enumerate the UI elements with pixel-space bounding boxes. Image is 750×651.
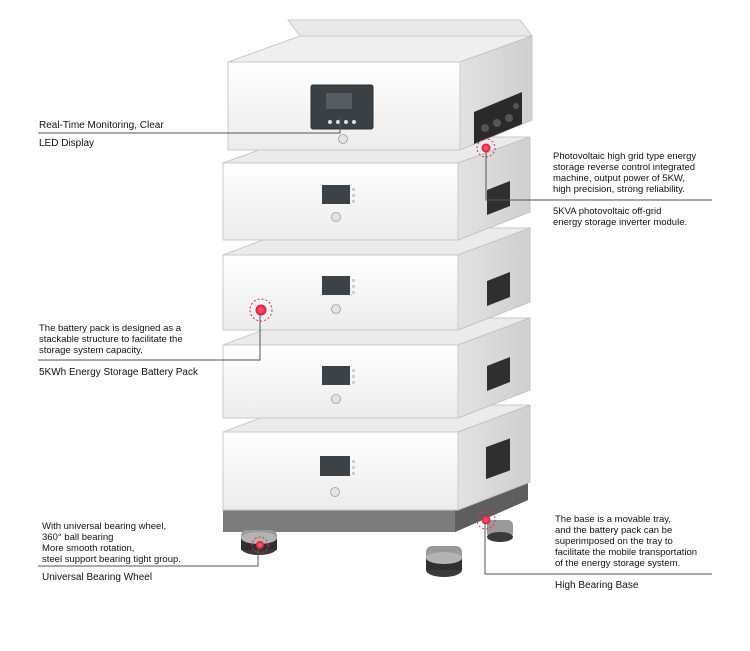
battery-pack-description: The battery pack is designed as a stacka…: [39, 323, 183, 356]
leader-line-base: [484, 522, 712, 575]
inverter-title: 5KVA photovoltaic off-grid energy storag…: [553, 206, 688, 228]
leader-line-battery: [38, 312, 261, 361]
base-title: High Bearing Base: [555, 580, 639, 591]
base-description: The base is a movable tray, and the batt…: [555, 514, 698, 569]
leader-line-led: [38, 118, 341, 134]
battery-module-2: [222, 136, 531, 241]
led-display-label-line1: Real-Time Monitoring, Clear: [39, 120, 164, 131]
led-display-label-line2: LED Display: [39, 138, 95, 149]
battery-module-4: [222, 317, 531, 419]
base-tray: [223, 480, 528, 532]
hotspot-marker-base[interactable]: [476, 510, 496, 530]
hotspot-marker-battery[interactable]: [249, 298, 273, 322]
leader-lines: [38, 118, 712, 575]
battery-pack-title: 5KWh Energy Storage Battery Pack: [39, 367, 198, 378]
wheel-back-right: [487, 520, 513, 542]
wheel-front-right: [426, 546, 462, 577]
leader-line-wheel: [38, 546, 259, 567]
wheel-title: Universal Bearing Wheel: [42, 572, 153, 583]
inverter-description: Photovoltaic high grid type energy stora…: [553, 151, 697, 195]
battery-module-3: [222, 227, 531, 331]
hotspot-marker-wheel[interactable]: [251, 536, 269, 554]
hotspot-marker-inverter[interactable]: [476, 138, 496, 158]
battery-module-5: [222, 404, 531, 511]
inverter-module: [227, 19, 533, 151]
wheel-description: With universal bearing wheel, 360° ball …: [42, 521, 181, 565]
leader-line-inverter: [485, 148, 712, 201]
